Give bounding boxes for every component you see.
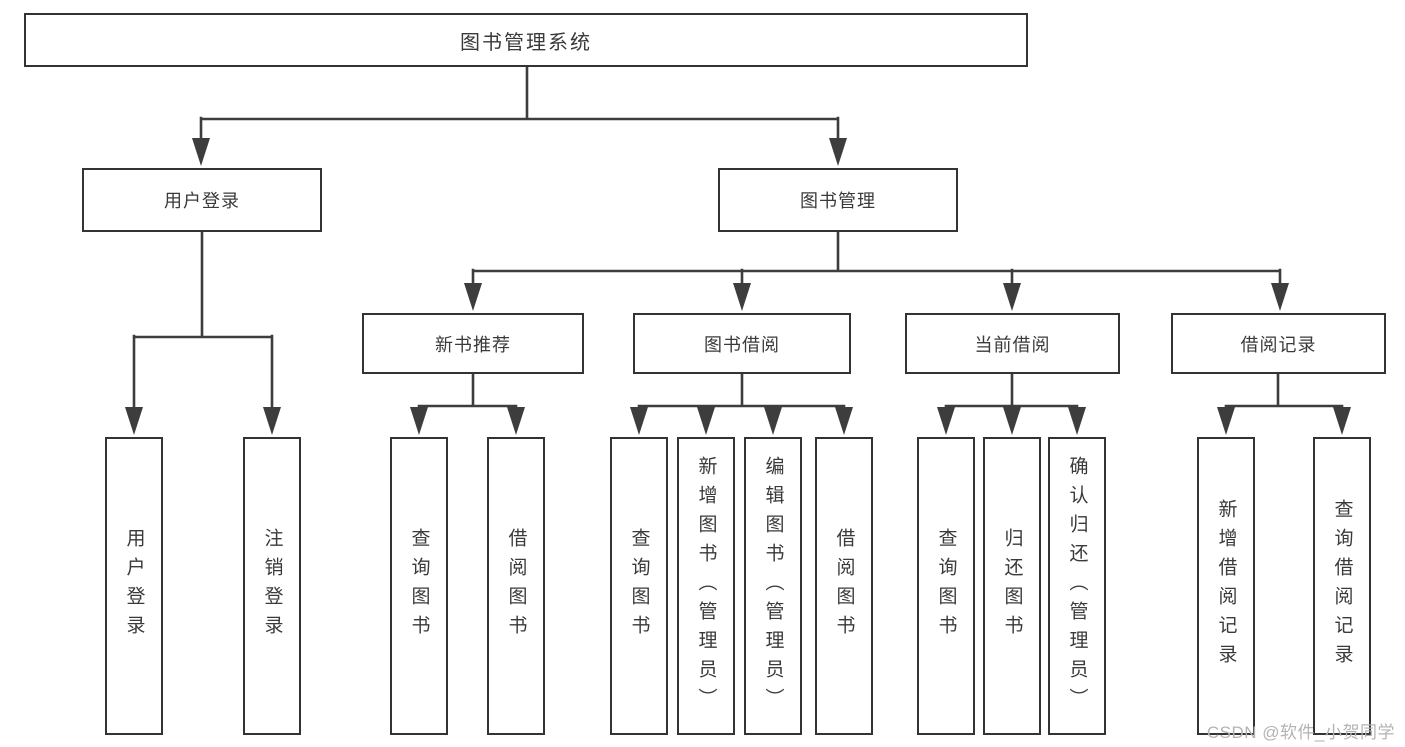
node-label: 确认归还（管理员） [1066, 455, 1088, 717]
node-label: 图书管理 [800, 191, 876, 211]
leaf-borrow-query-books: 查询图书 [610, 437, 668, 735]
node-label: 借阅图书 [833, 528, 855, 644]
leaf-user-login: 用户登录 [105, 437, 163, 735]
leaf-records-query-borrow-record: 查询借阅记录 [1313, 437, 1371, 735]
node-root: 图书管理系统 [24, 13, 1028, 67]
node-label: 借阅图书 [505, 528, 527, 644]
node-label: 归还图书 [1001, 528, 1023, 644]
leaf-records-add-borrow-record: 新增借阅记录 [1197, 437, 1255, 735]
leaf-borrow-borrow-books: 借阅图书 [815, 437, 873, 735]
leaf-borrow-edit-books-admin: 编辑图书（管理员） [744, 437, 802, 735]
node-label: 注销登录 [261, 528, 283, 644]
node-label: 用户登录 [123, 528, 145, 644]
node-label: 新书推荐 [435, 334, 511, 355]
node-label: 用户登录 [164, 191, 240, 211]
node-current-borrow: 当前借阅 [905, 313, 1120, 374]
node-label: 新增借阅记录 [1215, 499, 1237, 673]
watermark: CSDN @软件_小贺同学 [1206, 723, 1395, 742]
node-book-management: 图书管理 [718, 168, 958, 232]
leaf-borrow-add-books-admin: 新增图书（管理员） [677, 437, 735, 735]
leaf-logout: 注销登录 [243, 437, 301, 735]
node-label: 查询借阅记录 [1331, 499, 1353, 673]
leaf-recommend-borrow-books: 借阅图书 [487, 437, 545, 735]
node-label: 查询图书 [628, 528, 650, 644]
node-new-book-recommend: 新书推荐 [362, 313, 584, 374]
leaf-recommend-query-books: 查询图书 [390, 437, 448, 735]
node-label: 新增图书（管理员） [695, 455, 717, 717]
node-label: 图书管理系统 [460, 31, 592, 54]
node-label: 图书借阅 [704, 334, 780, 355]
node-label: 查询图书 [935, 528, 957, 644]
node-label: 借阅记录 [1240, 334, 1317, 355]
node-borrow-record: 借阅记录 [1171, 313, 1386, 374]
node-user-login: 用户登录 [82, 168, 322, 232]
leaf-current-confirm-return-admin: 确认归还（管理员） [1048, 437, 1106, 735]
node-label: 编辑图书（管理员） [762, 455, 784, 717]
node-book-borrow: 图书借阅 [633, 313, 851, 374]
leaf-current-return-books: 归还图书 [983, 437, 1041, 735]
leaf-current-query-books: 查询图书 [917, 437, 975, 735]
node-label: 当前借阅 [974, 334, 1051, 355]
node-label: 查询图书 [408, 528, 430, 644]
